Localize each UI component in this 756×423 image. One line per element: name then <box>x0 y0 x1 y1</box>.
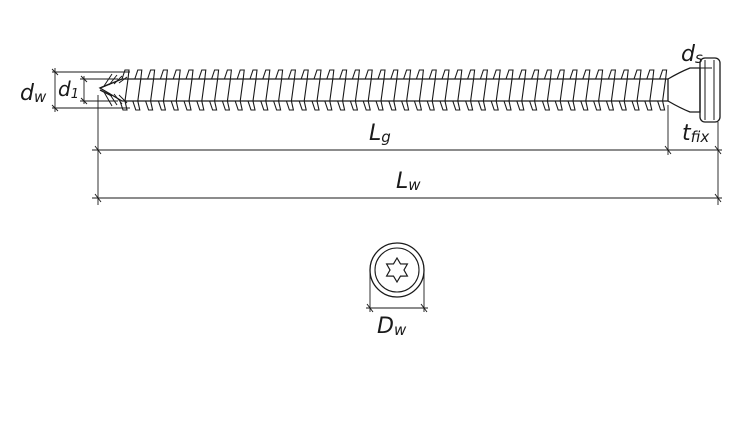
thread-flight <box>311 69 322 111</box>
thread-flight <box>145 69 156 111</box>
thread-flight <box>324 69 335 111</box>
thread-flight <box>503 69 514 111</box>
label-tfix: tfix <box>682 121 709 146</box>
thread-flight <box>349 69 361 111</box>
thread-flight <box>657 69 668 111</box>
thread-flight <box>298 69 309 111</box>
thread-flight <box>593 69 604 111</box>
label-lg: Lg <box>369 121 391 146</box>
thread-flight <box>452 69 463 111</box>
thread-flight <box>337 69 348 111</box>
label-lw: Lw <box>396 169 421 194</box>
label-d1: d1 <box>58 77 79 102</box>
thread-flight <box>260 69 271 111</box>
thread-flight <box>580 69 591 111</box>
dimension-lg: Lg <box>92 121 722 155</box>
head-end-view: Dw <box>366 242 428 339</box>
thread-flight <box>605 69 617 111</box>
thread-flight <box>631 69 642 111</box>
thread-flight <box>426 69 437 111</box>
thread-flight <box>221 69 233 111</box>
thread-flight <box>541 69 553 111</box>
tip-flute <box>108 74 118 106</box>
thread-flight <box>119 69 130 111</box>
dimension-d1: d1 <box>58 75 118 105</box>
thread-flight <box>285 69 297 111</box>
thread-flight <box>477 69 489 111</box>
thread-flight <box>132 69 143 111</box>
thread-flight <box>529 69 540 111</box>
dimension-ds: ds <box>681 42 712 69</box>
thread-flight <box>388 69 399 111</box>
thread-flight <box>157 69 169 111</box>
label-dw: dw <box>20 81 47 106</box>
thread-flight <box>362 69 373 111</box>
tip-flute <box>103 73 113 107</box>
torx-star-icon <box>385 256 409 284</box>
thread-flights <box>103 69 668 111</box>
thread-flight <box>247 69 258 111</box>
thread-flight <box>234 69 245 111</box>
thread-flight <box>618 69 629 111</box>
thread-flight <box>567 69 578 111</box>
dimension-lw: Lw <box>92 169 722 203</box>
thread-flight <box>401 69 412 111</box>
thread-flight <box>439 69 450 111</box>
thread-flight <box>554 69 565 111</box>
thread-flight <box>183 69 194 111</box>
label-Dw: Dw <box>377 314 407 339</box>
thread-flight <box>273 69 284 111</box>
thread-flight <box>196 69 207 111</box>
thread-flight <box>209 69 220 111</box>
label-ds: ds <box>681 42 703 67</box>
thread-flight <box>644 69 655 111</box>
thread-flight <box>413 69 425 111</box>
screw-side-view <box>98 57 721 123</box>
dimension-dw: dw <box>20 68 130 112</box>
thread-flight <box>170 69 181 111</box>
thread-flight <box>490 69 501 111</box>
thread-flight <box>516 69 527 111</box>
thread-flight <box>375 69 386 111</box>
tip-flute <box>118 76 128 104</box>
dimension-tfix: tfix <box>682 121 709 146</box>
thread-flight <box>465 69 476 111</box>
screw-head <box>699 57 721 123</box>
tip-flute <box>113 75 123 105</box>
